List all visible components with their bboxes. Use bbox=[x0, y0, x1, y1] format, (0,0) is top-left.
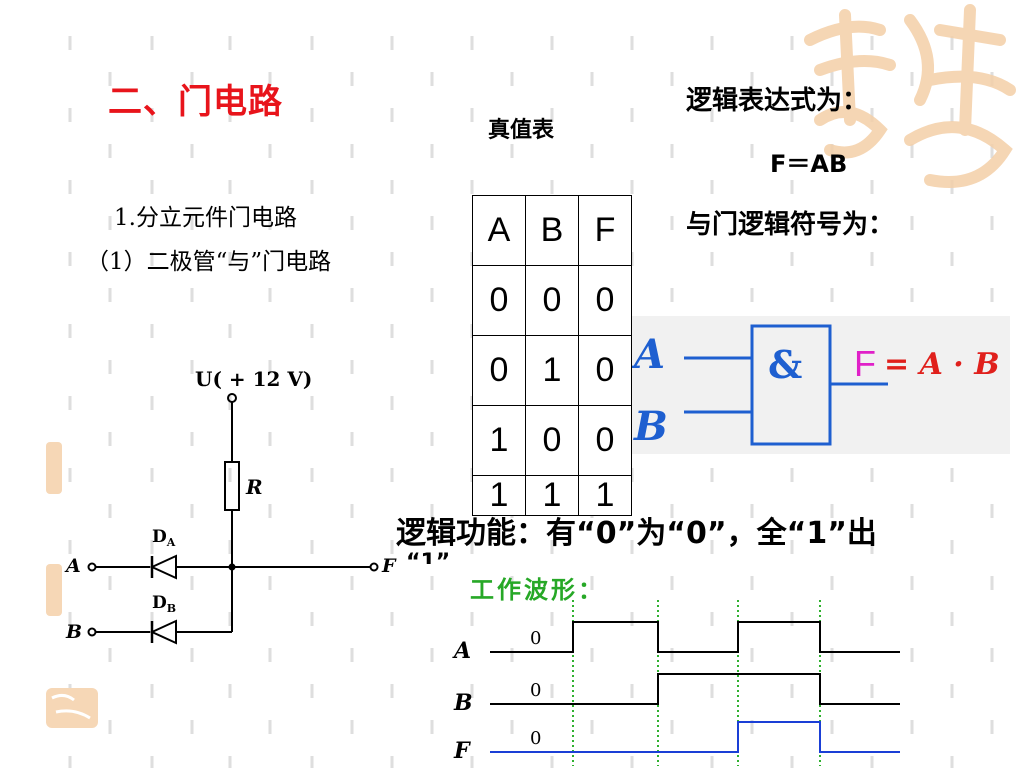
small-seal-icon bbox=[46, 688, 98, 728]
input-a-label: A bbox=[64, 555, 81, 577]
signal-name-label: B bbox=[453, 690, 473, 716]
table-row: 0 1 0 bbox=[472, 335, 632, 406]
signal-initial-label: 0 bbox=[530, 628, 541, 649]
subheading-discrete: 1.分立元件门电路 bbox=[114, 205, 297, 231]
seal-watermark-icon bbox=[804, 4, 1016, 188]
input-a-terminal bbox=[87, 562, 97, 572]
diode-b-triangle bbox=[149, 619, 177, 645]
logic-function-text-continued: “1” bbox=[406, 550, 451, 564]
small-seal-icon bbox=[46, 442, 62, 494]
table-cell: 1 bbox=[525, 475, 579, 516]
diode-a-triangle bbox=[149, 554, 177, 580]
table-cell: 0 bbox=[472, 265, 526, 336]
table-cell: 0 bbox=[578, 405, 632, 476]
resistor bbox=[224, 461, 240, 511]
gate-input-a-label: A bbox=[632, 331, 665, 378]
input-b-terminal bbox=[87, 627, 97, 637]
table-cell: 1 bbox=[472, 475, 526, 516]
diode-b-label: DB bbox=[152, 593, 176, 615]
table-cell: 0 bbox=[525, 265, 579, 336]
and-gate-diagram: A B & F = A · B bbox=[630, 324, 1000, 450]
signal-name-label: F bbox=[453, 738, 471, 764]
signal-initial-label: 0 bbox=[530, 680, 541, 701]
table-cell: 0 bbox=[472, 335, 526, 406]
output-label: F bbox=[381, 555, 397, 577]
output-terminal bbox=[369, 562, 379, 572]
header-cell: B bbox=[525, 195, 579, 266]
logic-function-text: 逻辑功能：有“0”为“0”，全“1”出 bbox=[396, 516, 877, 551]
table-row: 1 0 0 bbox=[472, 405, 632, 476]
table-cell: 1 bbox=[472, 405, 526, 476]
page-title: 二、门电路 bbox=[108, 82, 283, 122]
supply-terminal bbox=[227, 393, 237, 403]
table-cell: 0 bbox=[578, 265, 632, 336]
signal-waveform-line bbox=[490, 673, 900, 705]
signal-initial-label: 0 bbox=[530, 728, 541, 749]
gate-symbol-label: 与门逻辑符号为： bbox=[686, 210, 895, 240]
and-gate-ampersand: & bbox=[768, 342, 802, 387]
table-row: 0 0 0 bbox=[472, 265, 632, 336]
truth-table: A B F 0 0 0 0 1 0 1 0 0 1 1 1 bbox=[472, 195, 632, 516]
small-seal-icon bbox=[46, 564, 62, 616]
supply-label: U( + 12 V) bbox=[195, 367, 312, 391]
truth-table-title: 真值表 bbox=[488, 118, 555, 143]
subheading-diode-and: （1）二极管“与”门电路 bbox=[86, 249, 332, 275]
diode-and-circuit: U( + 12 V) R A DA F B DB bbox=[64, 367, 397, 645]
diode-a-label: DA bbox=[152, 527, 176, 549]
input-b-label: B bbox=[65, 621, 82, 643]
truth-table-header-row: A B F bbox=[472, 195, 632, 266]
gate-input-b-label: B bbox=[633, 403, 668, 450]
waveform-title: 工作波形： bbox=[470, 575, 605, 604]
expression-formula: F＝AB bbox=[770, 150, 848, 178]
signal-waveform-line bbox=[490, 721, 900, 753]
table-cell: 0 bbox=[525, 405, 579, 476]
resistor-label: R bbox=[245, 475, 263, 499]
expression-label: 逻辑表达式为： bbox=[686, 86, 869, 116]
header-cell: A bbox=[472, 195, 526, 266]
and-gate-symbol-panel: A B & F = A · B bbox=[630, 316, 1010, 454]
gate-formula: = A · B bbox=[884, 347, 1000, 382]
table-cell: 0 bbox=[578, 335, 632, 406]
signal-name-label: A bbox=[452, 638, 471, 664]
table-row: 1 1 1 bbox=[472, 475, 632, 516]
table-cell: 1 bbox=[578, 475, 632, 516]
gate-output-label: F bbox=[854, 343, 876, 384]
header-cell: F bbox=[578, 195, 632, 266]
signal-waveform-line bbox=[490, 621, 900, 653]
table-cell: 1 bbox=[525, 335, 579, 406]
